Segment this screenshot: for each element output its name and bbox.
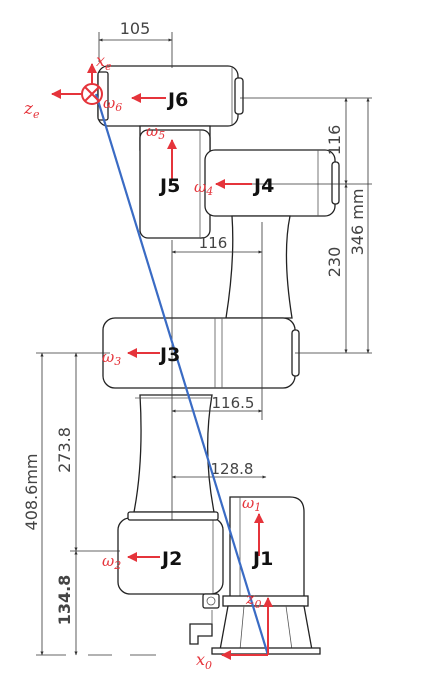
label-omega-2: ω2 [102, 552, 121, 572]
label-z-e: ze [23, 99, 40, 121]
dim-elbow-offset: 116.5 [212, 394, 255, 412]
robot-body [97, 65, 340, 655]
label-omega-4: ω4 [194, 178, 213, 198]
dimension-lines [36, 32, 372, 656]
kinematic-chain-line [94, 93, 270, 656]
j5-housing [139, 125, 211, 239]
label-omega-3: ω3 [102, 348, 121, 368]
dim-total-upper: 346 mm [348, 189, 367, 256]
label-omega-1: ω1 [242, 494, 261, 514]
j4-housing [204, 149, 340, 217]
dim-shoulder-offset: 128.8 [211, 460, 254, 478]
lower-link [133, 394, 215, 513]
label-z-0: z0 [245, 589, 261, 611]
joint-label-j5: J5 [158, 175, 180, 197]
dim-base-height: 134.8 [55, 575, 74, 626]
joint-label-j1: J1 [251, 548, 273, 570]
joint-label-j2: J2 [160, 548, 182, 570]
dim-lower-total: 408.6mm [22, 454, 41, 531]
cable-connector [189, 593, 220, 645]
label-x-e: xe [96, 51, 112, 73]
label-omega-6: ω6 [103, 94, 122, 114]
dim-lower-link: 273.8 [55, 427, 74, 473]
j2-housing [117, 511, 224, 595]
joint-label-j3: J3 [158, 344, 180, 366]
dim-wrist-offset: 116 [199, 234, 228, 252]
dim-wrist-height: 116 [325, 125, 344, 156]
upper-link [225, 215, 293, 319]
dim-top-width: 105 [120, 19, 151, 38]
joint-label-j6: J6 [166, 89, 188, 111]
j6-housing [97, 65, 244, 127]
label-omega-5: ω5 [146, 122, 165, 142]
label-x-0: x0 [196, 650, 212, 672]
joint-label-j4: J4 [252, 175, 274, 197]
dim-upper-link: 230 [325, 247, 344, 278]
frame-arrows [51, 63, 273, 660]
